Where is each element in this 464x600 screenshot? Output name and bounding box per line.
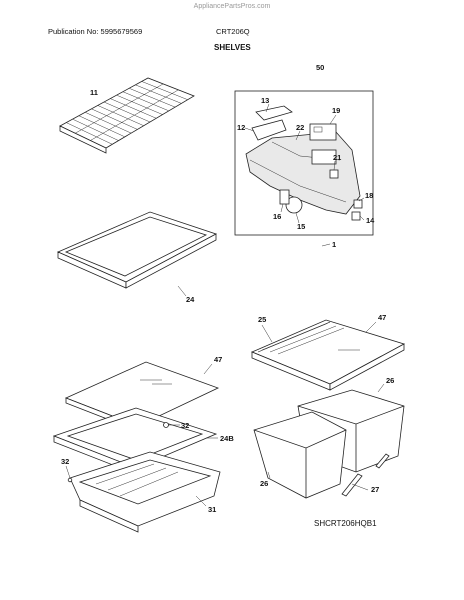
callout-50: 50: [316, 63, 324, 72]
callout-19: 19: [332, 106, 340, 115]
callout-26-left: 26: [260, 479, 268, 488]
wire-rod: [141, 81, 188, 100]
callout-11: 11: [90, 88, 98, 97]
wire-rod: [66, 122, 113, 145]
wire-rod: [78, 115, 125, 138]
callout-13: 13: [261, 96, 269, 105]
callout-27: 27: [371, 485, 379, 494]
callout-26-right: 26: [386, 376, 394, 385]
wire-rod: [72, 118, 119, 141]
wire-rod: [116, 94, 163, 115]
wire-rod: [103, 101, 151, 123]
callout-1: 1: [332, 240, 336, 249]
publication-number: Publication No: 5995679569: [48, 27, 143, 36]
wire-rod: [135, 84, 182, 104]
callout-32-lower: 32: [61, 457, 69, 466]
callout-24b: 24B: [220, 434, 234, 443]
control-housing-box-50[interactable]: [234, 90, 374, 247]
callout-18: 18: [365, 191, 373, 200]
frame-24b[interactable]: [52, 407, 218, 475]
drawing-code: SHCRT206HQB1: [314, 519, 377, 528]
callout-31: 31: [208, 505, 216, 514]
wire-rod: [91, 108, 138, 130]
crisper-drawer-26-left[interactable]: [253, 411, 347, 499]
callout-21: 21: [333, 153, 341, 162]
callout-24: 24: [186, 295, 195, 304]
wire-rod: [110, 98, 157, 119]
section-title: SHELVES: [214, 43, 251, 52]
wire-shelf-11[interactable]: [59, 77, 195, 154]
model-number: CRT206Q: [216, 27, 250, 36]
callout-32-upper: 32: [181, 421, 189, 430]
slide-rail-27[interactable]: [341, 453, 390, 497]
wire-rod: [85, 112, 132, 134]
callout-15: 15: [297, 222, 305, 231]
callout-25: 25: [258, 315, 266, 324]
callout-16: 16: [273, 212, 281, 221]
wire-rod: [129, 88, 176, 108]
watermark: AppliancePartsPros.com: [193, 3, 271, 10]
crisper-pan-31[interactable]: [65, 451, 221, 533]
callout-14: 14: [366, 216, 375, 225]
wire-rod: [97, 105, 144, 126]
crisper-cover-25[interactable]: [250, 319, 406, 391]
glass-shelf-24[interactable]: [57, 211, 218, 297]
callout-47-left: 47: [214, 355, 222, 364]
callout-22: 22: [296, 123, 304, 132]
wire-crossbar: [75, 83, 164, 134]
wire-rod: [122, 91, 169, 112]
callout-47-right: 47: [378, 313, 386, 322]
callout-12: 12: [237, 123, 245, 132]
wire-crossbar: [90, 89, 179, 141]
